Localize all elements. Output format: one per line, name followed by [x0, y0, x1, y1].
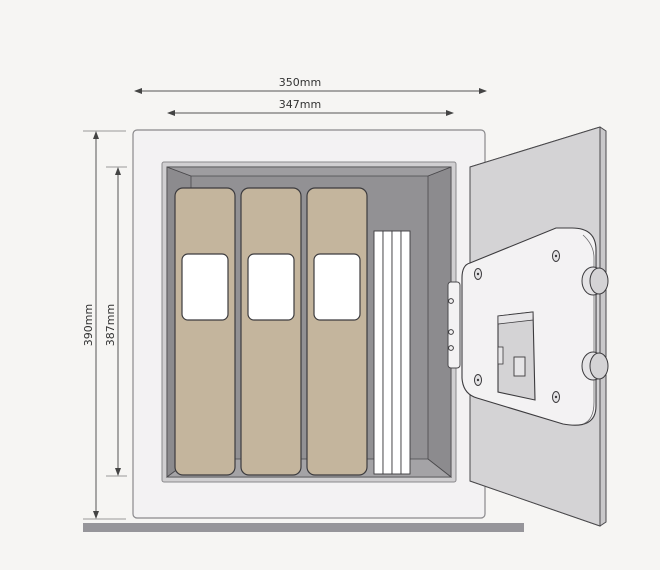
dimension-inner-width: 347mm — [167, 98, 454, 116]
lock-plate — [461, 227, 597, 426]
paper-stack — [373, 230, 411, 475]
keypad-panel — [497, 311, 536, 401]
binder-label — [181, 253, 229, 321]
dimension-inner-height: 387mm — [104, 166, 127, 477]
dimension-outer-width: 350mm — [134, 76, 487, 94]
inner-width-label: 347mm — [279, 98, 321, 111]
outer-height-label: 390mm — [82, 304, 95, 346]
inner-height-label: 387mm — [104, 304, 117, 346]
door-knob-bottom — [581, 351, 609, 381]
binder-label — [313, 253, 361, 321]
floor — [83, 523, 524, 532]
door-hinge — [447, 281, 461, 369]
screw-icon — [474, 374, 482, 386]
binder-3 — [306, 187, 368, 476]
screw-icon — [552, 250, 560, 262]
screw-icon — [552, 391, 560, 403]
binder-1 — [174, 187, 236, 476]
binder-2 — [240, 187, 302, 476]
screw-icon — [474, 268, 482, 280]
dimension-outer-height: 390mm — [82, 130, 126, 520]
outer-width-label: 350mm — [279, 76, 321, 89]
door-knob-top — [581, 266, 609, 296]
binder-label — [247, 253, 295, 321]
